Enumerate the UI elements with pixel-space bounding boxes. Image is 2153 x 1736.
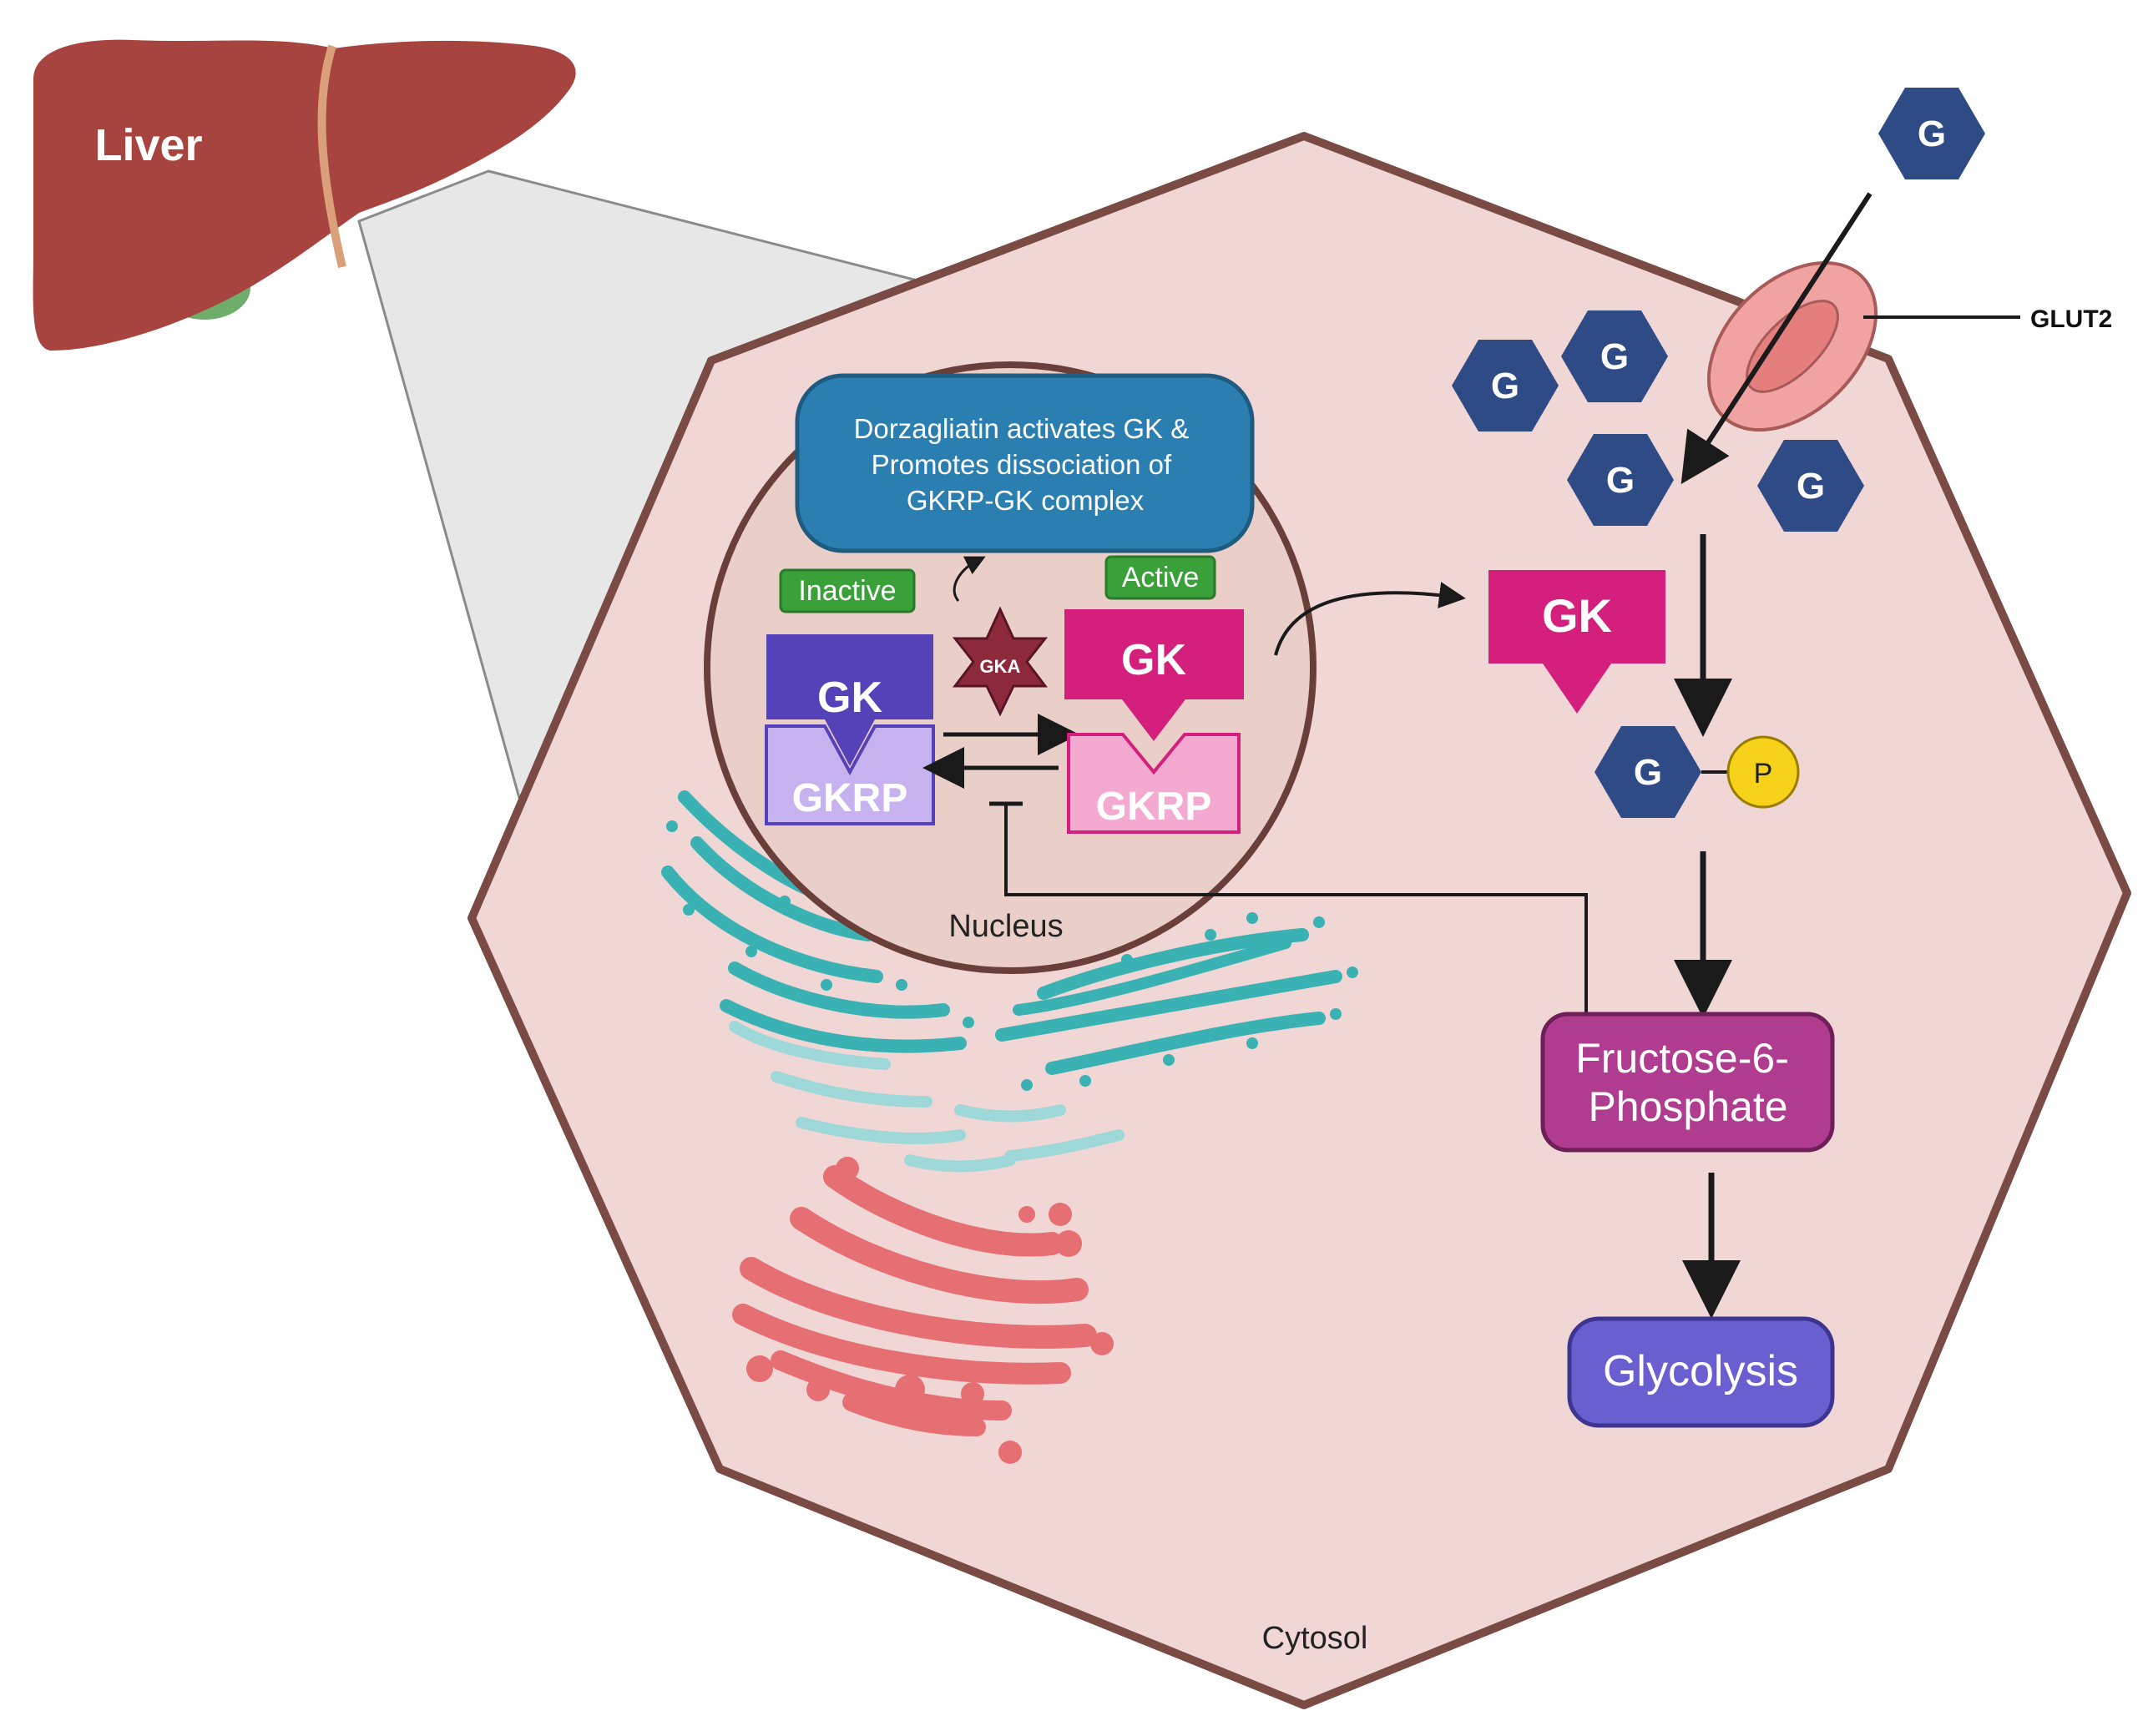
gka-activator: GKA	[952, 606, 1049, 717]
glucose-6-phosphate: G P	[1595, 726, 1800, 818]
endoplasmic-reticulum	[661, 790, 1342, 1075]
active-badge: Active	[1104, 555, 1216, 600]
svg-text:GKA: GKA	[980, 656, 1021, 677]
golgi-apparatus	[732, 1165, 1097, 1436]
cytosolic-gk: GK	[1488, 570, 1665, 714]
liver-label: Liver	[94, 120, 202, 170]
f6p-line-2: Phosphate	[1588, 1083, 1787, 1130]
svg-text:Active: Active	[1122, 562, 1200, 593]
fructose-6-phosphate-box: Fructose-6- Phosphate	[1540, 1012, 1835, 1153]
er-tubules	[729, 1021, 1125, 1173]
liver-shape	[33, 39, 576, 351]
phosphate-label: P	[1754, 758, 1773, 790]
active-gk-label: GK	[1121, 636, 1186, 684]
glucose-uptake-arrow	[1680, 192, 1873, 485]
svg-text:G: G	[1600, 336, 1629, 377]
svg-text:G: G	[1491, 366, 1519, 406]
svg-text:Dorzagliatin activates GK &: Dorzagliatin activates GK & Promotes dis…	[854, 413, 1197, 516]
inactive-gkrp-label: GKRP	[792, 776, 908, 820]
svg-text:G: G	[1606, 460, 1635, 501]
svg-text:GK: GK	[1542, 589, 1612, 642]
gka-to-callout-arrow	[953, 556, 986, 602]
liver-organ: Liver	[33, 39, 576, 351]
svg-text:G: G	[1634, 752, 1662, 793]
glucose-extracellular: G	[1878, 88, 1985, 179]
glycolysis-box: Glycolysis	[1567, 1316, 1835, 1428]
callout-line-2: Promotes dissociation of	[872, 449, 1172, 480]
inactive-badge: Inactive	[779, 568, 916, 613]
svg-text:Fructose-6- Phosphate: Fructose-6- Phosphate	[1575, 1035, 1801, 1130]
glucose-intracellular-3: G	[1567, 434, 1674, 526]
glucose-intracellular-2: G	[1561, 310, 1668, 402]
nucleus-label: Nucleus	[948, 909, 1063, 944]
active-gkrp-label: GKRP	[1096, 785, 1212, 829]
dorzagliatin-callout: Dorzagliatin activates GK & Promotes dis…	[795, 373, 1255, 553]
svg-text:G: G	[1797, 466, 1825, 507]
active-gk-gkrp-complex: GK GKRP	[1064, 609, 1244, 834]
golgi-vesicles	[746, 1157, 1114, 1464]
cytosol-label: Cytosol	[1262, 1621, 1368, 1656]
inactive-gk-label: GK	[817, 674, 882, 722]
f6p-feedback-line	[1004, 804, 1588, 1035]
svg-text:Glycolysis: Glycolysis	[1603, 1347, 1798, 1395]
glucose-intracellular-1: G	[1452, 340, 1559, 431]
f6p-line-1: Fructose-6-	[1575, 1035, 1789, 1082]
gk-translocation-arrow	[1274, 582, 1466, 656]
liver-ligament	[317, 44, 346, 269]
svg-text:Inactive: Inactive	[798, 575, 896, 607]
callout-line-3: GKRP-GK complex	[907, 485, 1145, 516]
glut2-label: GLUT2	[2030, 305, 2112, 333]
glucose-intracellular-4: G	[1757, 440, 1864, 532]
callout-line-1: Dorzagliatin activates GK &	[854, 413, 1190, 444]
svg-text:G: G	[1918, 114, 1946, 154]
inactive-gk-gkrp-complex: GK GKRP	[765, 634, 935, 825]
